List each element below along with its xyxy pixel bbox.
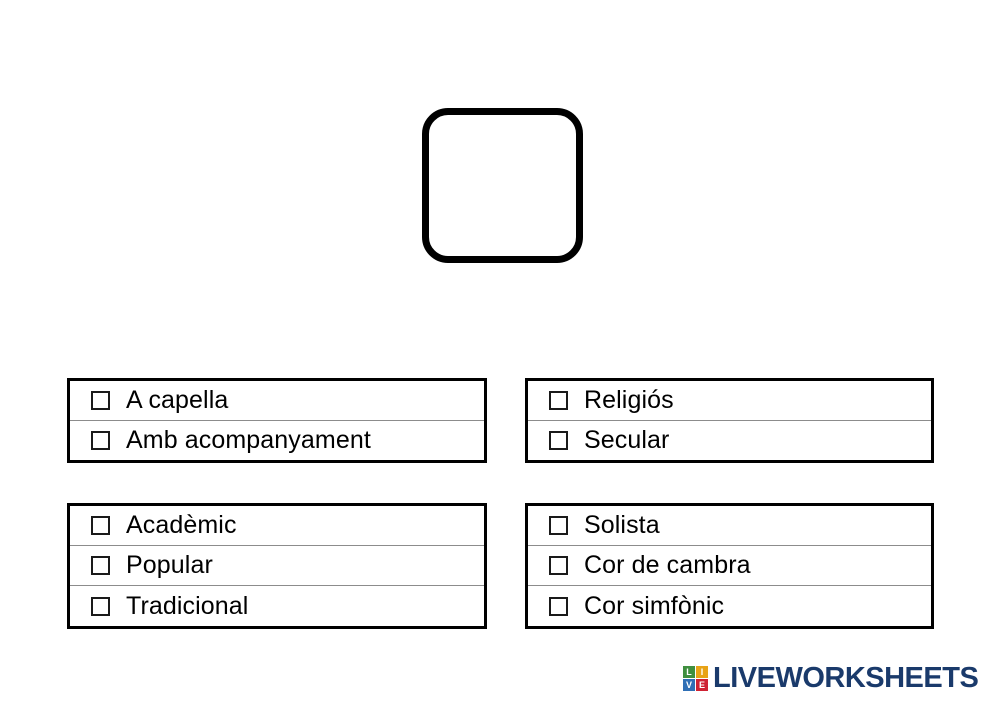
option-row[interactable]: A capella (70, 381, 484, 421)
option-label: Amb acompanyament (126, 425, 371, 454)
option-label: Solista (584, 511, 660, 539)
option-row[interactable]: Cor simfònic (528, 586, 931, 626)
liveworksheets-tiles-icon: L I V E (683, 666, 708, 691)
unchecked-checkbox-icon[interactable] (549, 516, 568, 535)
option-row[interactable]: Cor de cambra (528, 546, 931, 586)
option-group-top-right: Religiós Secular (525, 378, 934, 463)
option-group-bottom-right: Solista Cor de cambra Cor simfònic (525, 503, 934, 629)
unchecked-checkbox-icon[interactable] (91, 596, 110, 616)
option-label: Acadèmic (126, 511, 237, 539)
option-label: Tradicional (126, 591, 249, 620)
option-label: Popular (126, 551, 213, 579)
option-row[interactable]: Amb acompanyament (70, 420, 484, 460)
option-label: Cor de cambra (584, 551, 751, 579)
option-row[interactable]: Tradicional (70, 586, 484, 626)
unchecked-checkbox-icon[interactable] (91, 516, 110, 535)
option-label: A capella (126, 385, 229, 414)
logo-tile-l: L (683, 666, 695, 678)
option-row[interactable]: Religiós (528, 381, 931, 421)
option-label: Cor simfònic (584, 591, 725, 620)
option-group-bottom-left: Acadèmic Popular Tradicional (67, 503, 487, 629)
unchecked-checkbox-icon[interactable] (91, 390, 110, 410)
logo-wordmark: LIVEWORKSHEETS (713, 662, 979, 694)
answer-drop-box[interactable] (422, 108, 583, 263)
unchecked-checkbox-icon[interactable] (549, 430, 568, 450)
option-row[interactable]: Acadèmic (70, 506, 484, 546)
logo-tile-i: I (696, 666, 708, 678)
logo-tile-e: E (696, 679, 708, 691)
unchecked-checkbox-icon[interactable] (91, 430, 110, 450)
unchecked-checkbox-icon[interactable] (549, 596, 568, 616)
option-row[interactable]: Solista (528, 506, 931, 546)
unchecked-checkbox-icon[interactable] (549, 390, 568, 410)
option-label: Secular (584, 425, 670, 454)
unchecked-checkbox-icon[interactable] (91, 556, 110, 575)
option-label: Religiós (584, 385, 674, 414)
logo-tile-v: V (683, 679, 695, 691)
unchecked-checkbox-icon[interactable] (549, 556, 568, 575)
option-group-top-left: A capella Amb acompanyament (67, 378, 487, 463)
option-row[interactable]: Secular (528, 420, 931, 460)
liveworksheets-logo: L I V E LIVEWORKSHEETS (683, 662, 979, 694)
option-row[interactable]: Popular (70, 546, 484, 586)
